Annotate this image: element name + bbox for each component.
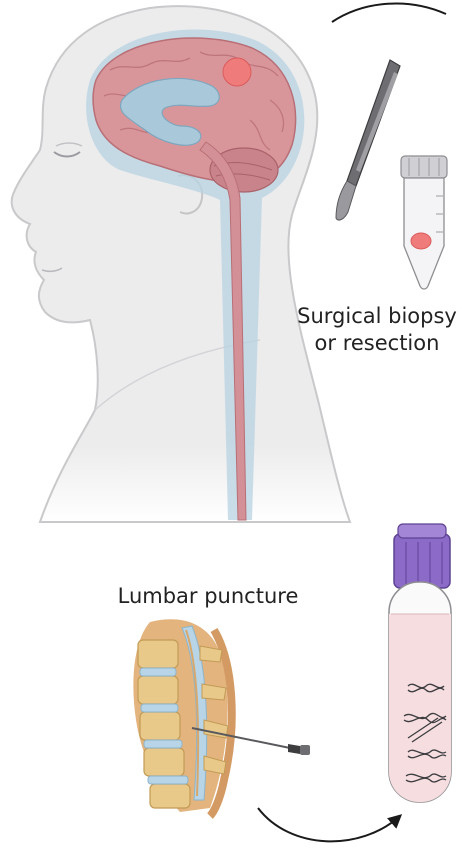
csf-tube-icon	[389, 524, 451, 804]
tumor-sample	[411, 233, 431, 249]
curved-arrow-top	[332, 4, 446, 22]
head-illustration	[12, 6, 350, 522]
spine-icon	[133, 619, 231, 816]
surgical-label-line1: Surgical biopsy	[292, 303, 462, 330]
scalpel-icon	[336, 60, 400, 220]
surgical-biopsy-label: Surgical biopsy or resection	[292, 303, 462, 357]
lumbar-puncture-label: Lumbar puncture	[108, 583, 308, 610]
brain-tumor	[223, 58, 251, 86]
surgical-label-line2: or resection	[292, 330, 462, 357]
csf-fluid	[389, 614, 451, 804]
tumor-tube-icon	[401, 156, 447, 289]
tube-cap	[401, 156, 447, 178]
curved-arrow-bottom	[258, 808, 400, 841]
